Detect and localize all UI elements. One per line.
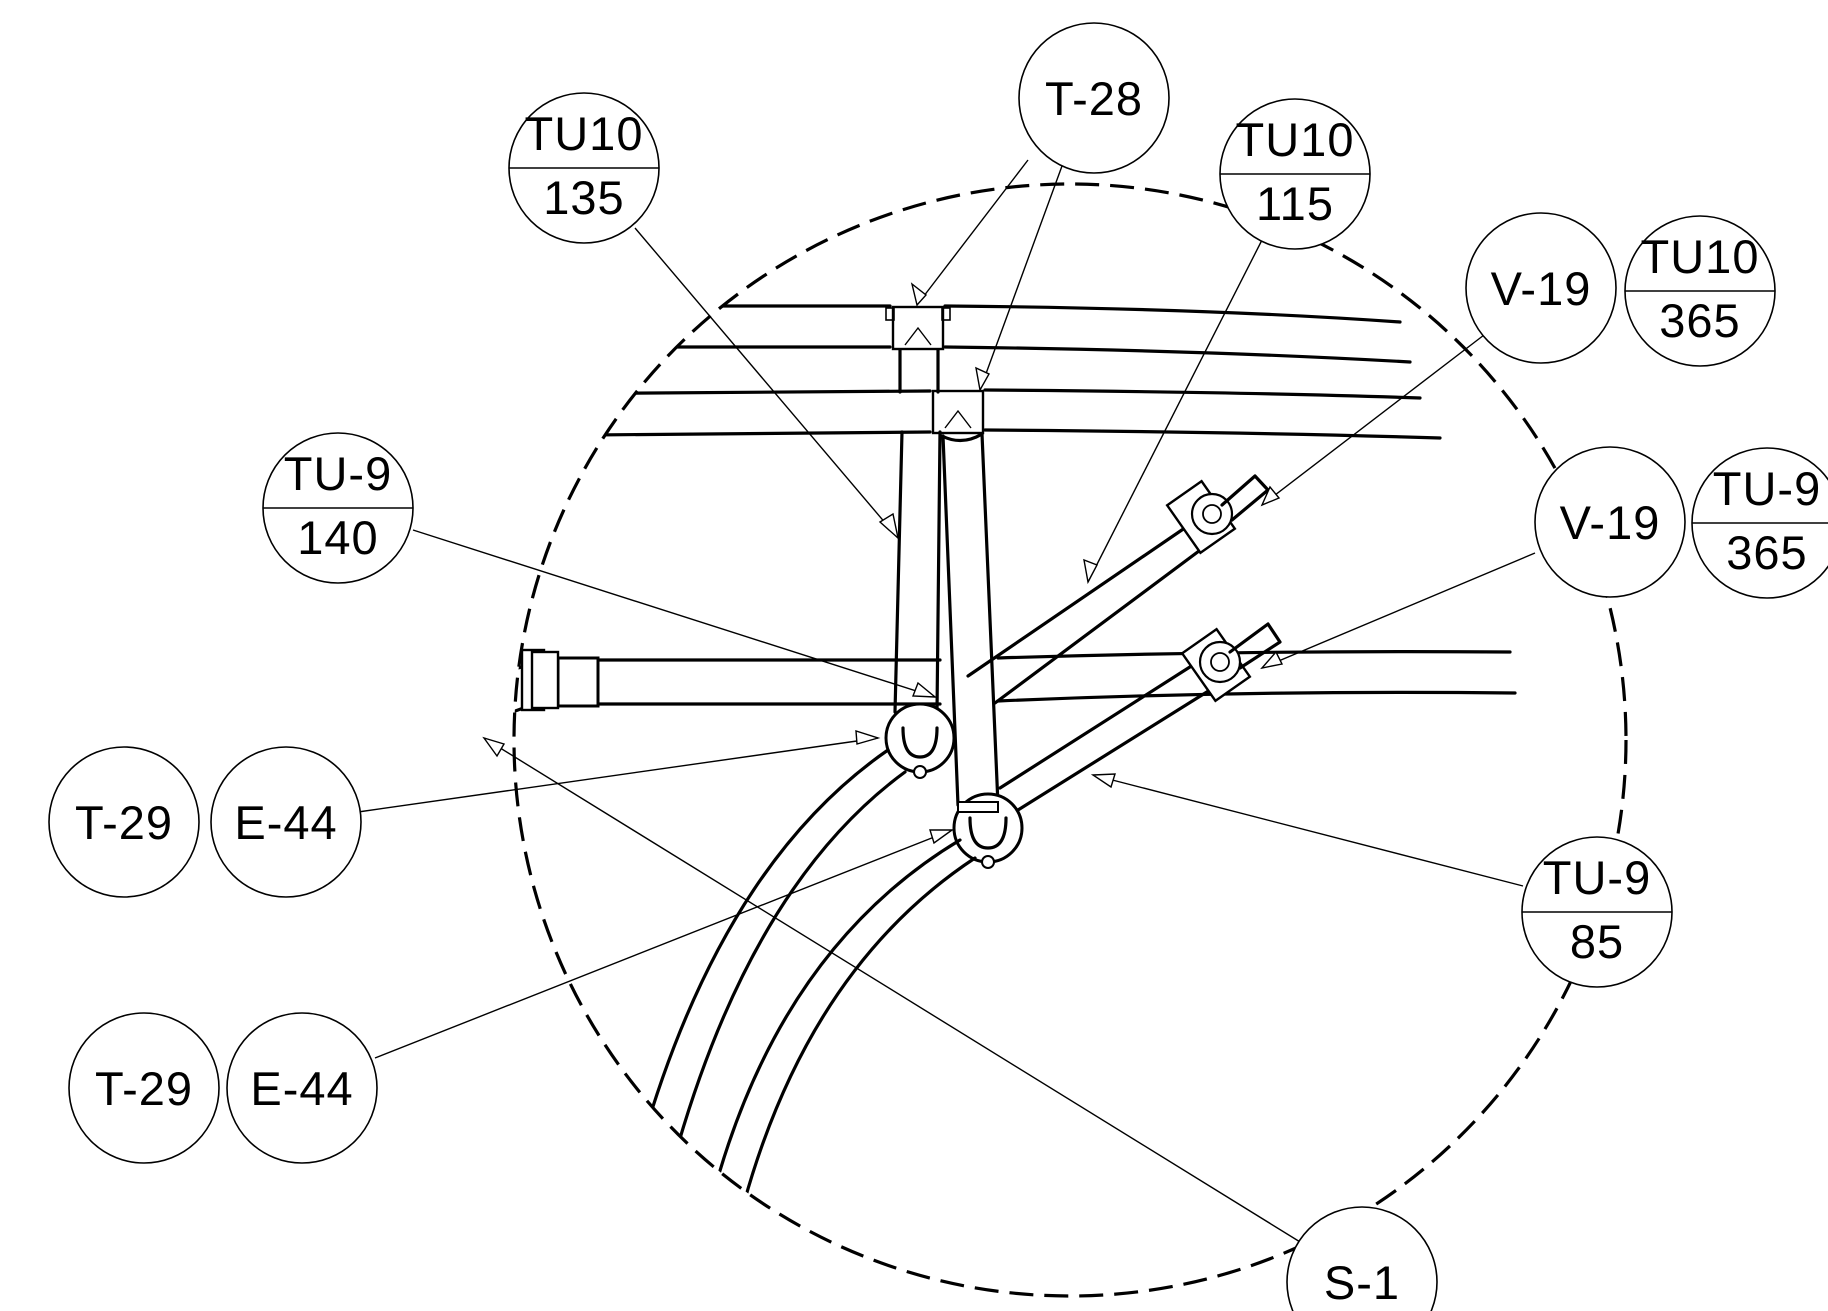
v19-lower-label: V-19 [1560, 496, 1661, 549]
tu10-365-bottom: 365 [1659, 294, 1740, 347]
s1-label: S-1 [1324, 1256, 1400, 1309]
arrowheads [482, 282, 1284, 845]
t29-upper-label: T-29 [75, 796, 173, 849]
diagonal-pipe-upper [966, 519, 1205, 705]
upper-horizontal-pipe [543, 304, 1412, 364]
tu10-115-bottom: 115 [1256, 177, 1334, 230]
elbow-upper [884, 702, 956, 779]
callout-v19-upper: V-19 [1465, 212, 1617, 364]
tu10-135-top: TU10 [525, 107, 644, 160]
tu10-135-bottom: 135 [543, 171, 624, 224]
callout-tu9-365: TU-9 365 [1691, 447, 1828, 599]
tee-fitting-lower [931, 389, 985, 435]
middle-horizontal-pipe [556, 650, 1517, 708]
callout-s1: S-1 [1286, 1206, 1438, 1311]
detail-boundary [512, 182, 1628, 1298]
callout-tu10-115: TU10 115 [1219, 98, 1371, 250]
callout-tu10-135: TU10 135 [508, 92, 660, 244]
v19-upper-label: V-19 [1491, 262, 1592, 315]
e44-upper-label: E-44 [234, 796, 337, 849]
callout-t28: T-28 [1018, 22, 1170, 174]
elbow-lower [952, 792, 1024, 869]
callout-v19-lower: V-19 [1534, 446, 1686, 598]
tu9-85-top: TU-9 [1543, 851, 1651, 904]
tee-fitting-upper [885, 305, 951, 351]
tu9-85-bottom: 85 [1570, 915, 1624, 968]
callout-e44-upper: E-44 [210, 746, 362, 898]
tu9-365-top: TU-9 [1713, 462, 1821, 515]
curved-pipe-left [620, 748, 907, 1237]
tu10-115-top: TU10 [1236, 113, 1355, 166]
curved-pipe-right [698, 838, 977, 1262]
flexible-hose [514, 648, 560, 862]
valve-upper [1165, 474, 1270, 555]
vertical-pipe-right [940, 432, 1000, 807]
t28-label: T-28 [1045, 72, 1143, 125]
vertical-pipe-left [893, 430, 942, 714]
callout-tu9-140: TU-9 140 [262, 432, 414, 584]
valve-lower [1180, 622, 1282, 703]
callout-t29-lower: T-29 [68, 1012, 220, 1164]
callout-tu10-365: TU10 365 [1624, 215, 1776, 367]
diagonal-pipe-lower [998, 663, 1212, 812]
tu9-140-top: TU-9 [284, 447, 392, 500]
tu9-365-bottom: 365 [1726, 526, 1807, 579]
pipe-assembly [514, 304, 1517, 1262]
tu10-365-top: TU10 [1641, 230, 1760, 283]
t29-lower-label: T-29 [95, 1062, 193, 1115]
callout-tu9-85: TU-9 85 [1521, 836, 1673, 988]
callout-e44-lower: E-44 [226, 1012, 378, 1164]
tu9-140-bottom: 140 [297, 511, 378, 564]
e44-lower-label: E-44 [250, 1062, 353, 1115]
callout-t29-upper: T-29 [48, 746, 200, 898]
leader-lines [357, 159, 1536, 1246]
